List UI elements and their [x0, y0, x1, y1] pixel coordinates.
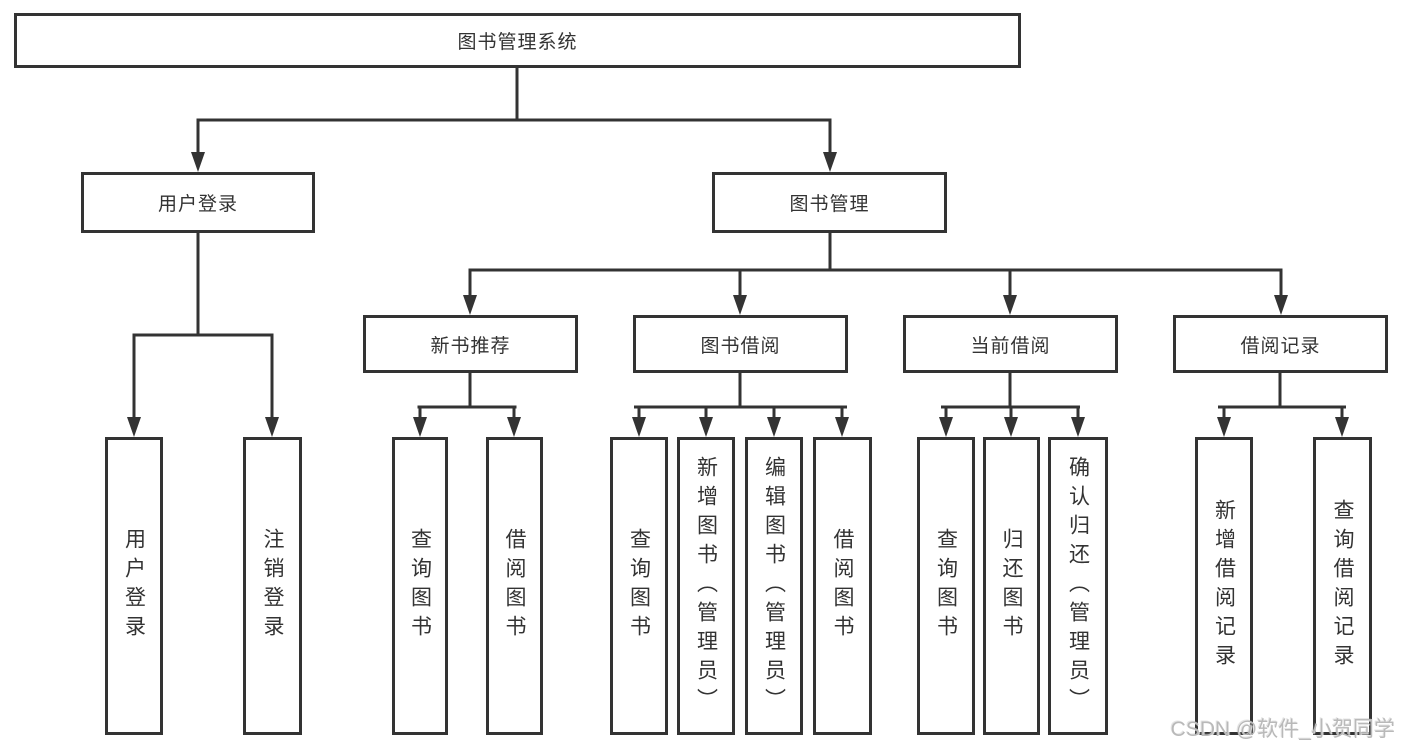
leaf-newbook-query-books: 查询图书 — [392, 437, 448, 735]
node-new-book-recommend: 新书推荐 — [363, 315, 578, 373]
node-book-management: 图书管理 — [712, 172, 947, 233]
node-book-borrow: 图书借阅 — [633, 315, 848, 373]
leaf-records-add-borrow-record: 新增借阅记录 — [1195, 437, 1253, 735]
leaf-logout: 注销登录 — [243, 437, 302, 735]
node-current-borrow: 当前借阅 — [903, 315, 1118, 373]
leaf-records-query-borrow-record: 查询借阅记录 — [1313, 437, 1372, 735]
leaf-current-query-books: 查询图书 — [917, 437, 975, 735]
node-user-login: 用户登录 — [81, 172, 315, 233]
leaf-current-confirm-return-admin: 确认归还（管理员） — [1048, 437, 1108, 735]
leaf-borrow-borrow-books: 借阅图书 — [813, 437, 872, 735]
node-borrow-records: 借阅记录 — [1173, 315, 1388, 373]
leaf-borrow-add-books-admin: 新增图书（管理员） — [677, 437, 735, 735]
leaf-borrow-query-books: 查询图书 — [610, 437, 668, 735]
leaf-newbook-borrow-books: 借阅图书 — [486, 437, 543, 735]
csdn-watermark: CSDN @软件_小贺同学 — [1170, 718, 1395, 741]
leaf-user-login: 用户登录 — [105, 437, 163, 735]
node-library-management-system: 图书管理系统 — [14, 13, 1021, 68]
leaf-borrow-edit-books-admin: 编辑图书（管理员） — [745, 437, 803, 735]
leaf-current-return-books: 归还图书 — [983, 437, 1040, 735]
